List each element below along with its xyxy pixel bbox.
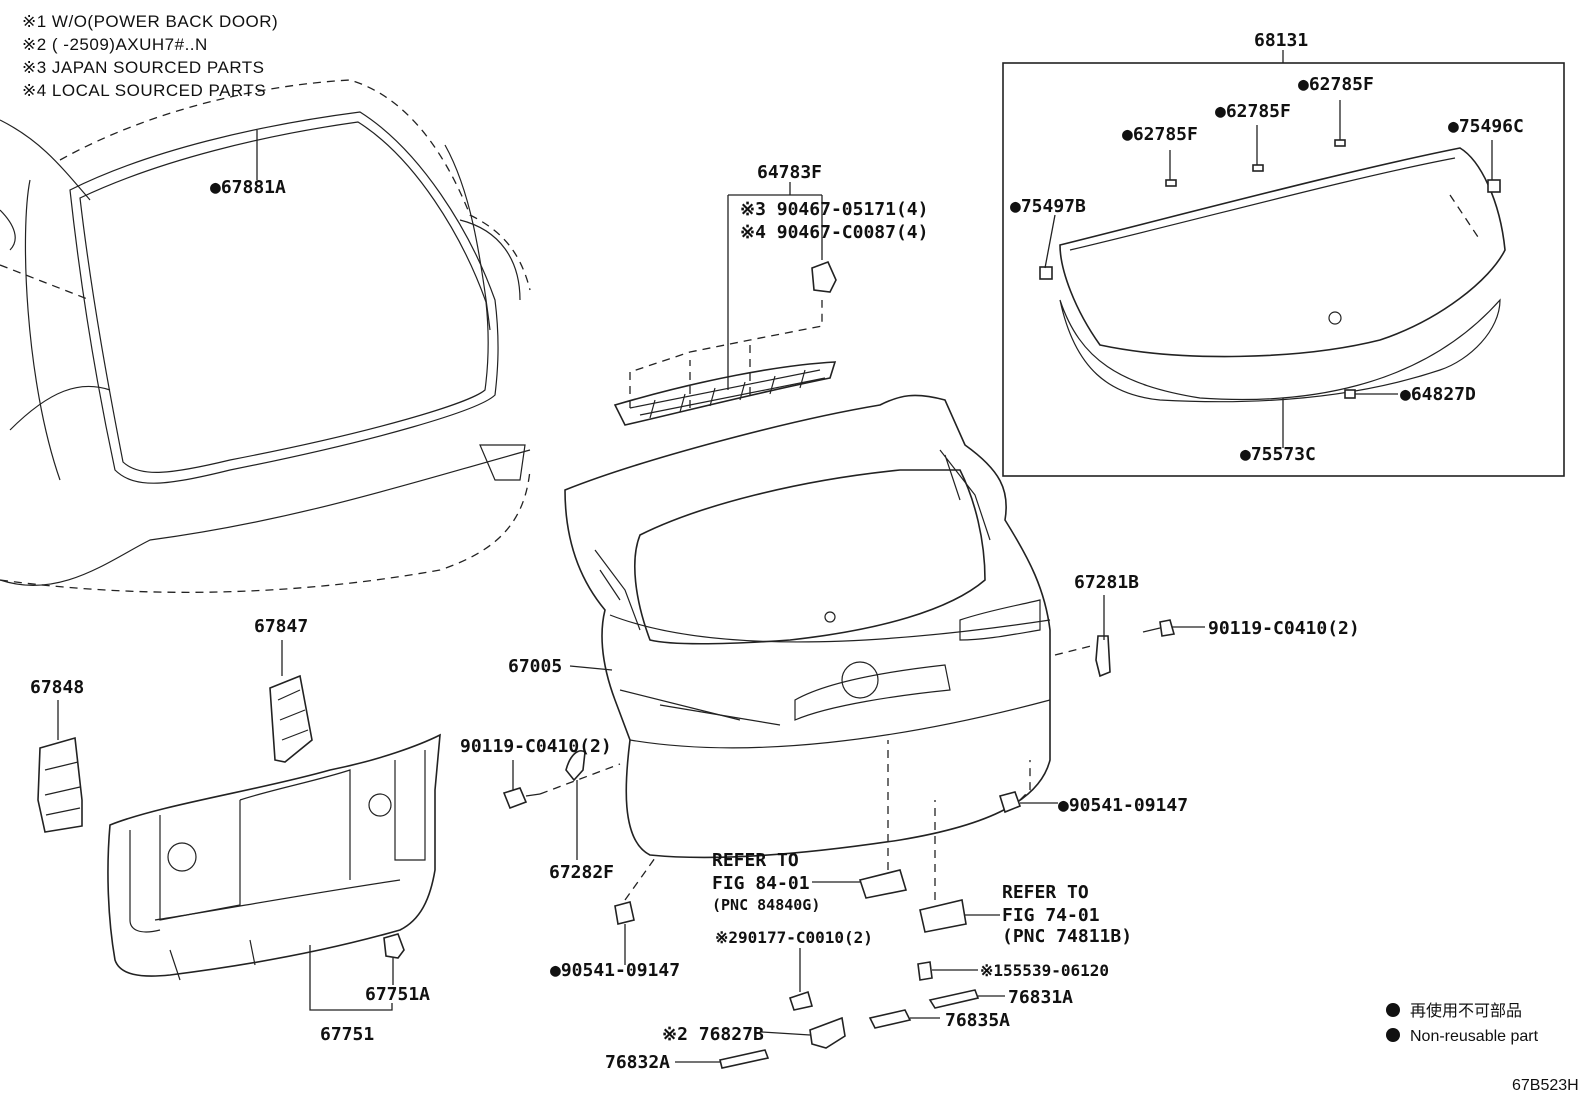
non-reusable-bullet-icon xyxy=(1386,1003,1400,1017)
label-90177: ※290177-C0010(2) xyxy=(715,928,873,947)
label-64783F: 64783F xyxy=(757,162,822,183)
label-76835A: 76835A xyxy=(945,1010,1010,1031)
label-75496C: ●75496C xyxy=(1448,116,1524,137)
clip-67751A xyxy=(383,933,405,959)
label-ref74-line2: FIG 74-01 xyxy=(1002,905,1100,926)
legend-ja: 再使用不可部品 xyxy=(1410,1002,1522,1020)
label-62785F-a: ●62785F xyxy=(1122,124,1198,145)
non-reusable-bullet-icon xyxy=(1386,1028,1400,1042)
label-90467-05171: ※3 90467-05171(4) xyxy=(740,199,928,220)
vehicle-body xyxy=(0,79,531,593)
label-67005: 67005 xyxy=(508,656,562,677)
small-parts xyxy=(502,619,1176,1069)
label-62785F-b: ●62785F xyxy=(1215,101,1291,122)
label-67881A: ●67881A xyxy=(210,177,286,198)
label-76831A: 76831A xyxy=(1008,987,1073,1008)
glass-group-68131 xyxy=(1002,62,1565,477)
label-75497B: ●75497B xyxy=(1010,196,1086,217)
label-90467-C0087: ※4 90467-C0087(4) xyxy=(740,222,928,243)
trim-panel-67751 xyxy=(107,733,441,981)
label-67281B: 67281B xyxy=(1074,572,1139,593)
note-1: ※1 W/O(POWER BACK DOOR) xyxy=(22,12,278,31)
label-68131: 68131 xyxy=(1254,30,1308,51)
label-ref74-line3: (PNC 74811B) xyxy=(1002,926,1132,947)
label-67751: 67751 xyxy=(320,1024,374,1045)
label-ref84-line2: FIG 84-01 xyxy=(712,873,810,894)
legend: 再使用不可部品 Non-reusable part xyxy=(1386,1002,1539,1045)
label-ref84-line1: REFER TO xyxy=(712,850,799,871)
back-door-67005 xyxy=(564,394,1051,859)
label-67282F: 67282F xyxy=(549,862,614,883)
label-76832A: 76832A xyxy=(605,1052,670,1073)
note-2: ※2 ( -2509)AXUH7#..N xyxy=(22,35,208,54)
cover-67848 xyxy=(37,736,83,833)
label-75573C: ●75573C xyxy=(1240,444,1316,465)
leader-lines xyxy=(57,50,1493,1063)
note-4: ※4 LOCAL SOURCED PARTS xyxy=(22,81,266,100)
label-67847: 67847 xyxy=(254,616,308,637)
cover-67847 xyxy=(269,674,313,763)
label-ref74-line1: REFER TO xyxy=(1002,882,1089,903)
label-67751A: 67751A xyxy=(365,984,430,1005)
weatherstrip-67881A xyxy=(69,111,499,484)
garnish-64783F xyxy=(613,260,837,426)
label-90541-bottom: ●90541-09147 xyxy=(550,960,680,981)
label-64827D: ●64827D xyxy=(1400,384,1476,405)
label-90119-left: 90119-C0410(2) xyxy=(460,736,612,757)
label-76827B: ※2 76827B xyxy=(662,1024,764,1045)
figure-code: 67B523H xyxy=(1512,1077,1579,1094)
note-3: ※3 JAPAN SOURCED PARTS xyxy=(22,58,265,77)
label-62785F-c: ●62785F xyxy=(1298,74,1374,95)
label-67848: 67848 xyxy=(30,677,84,698)
label-155539: ※155539-06120 xyxy=(980,961,1109,980)
legend-en: Non-reusable part xyxy=(1410,1028,1539,1045)
label-ref84-line3: (PNC 84840G) xyxy=(712,896,820,914)
label-90119-right: 90119-C0410(2) xyxy=(1208,618,1360,639)
label-90541-right: ●90541-09147 xyxy=(1058,795,1188,816)
